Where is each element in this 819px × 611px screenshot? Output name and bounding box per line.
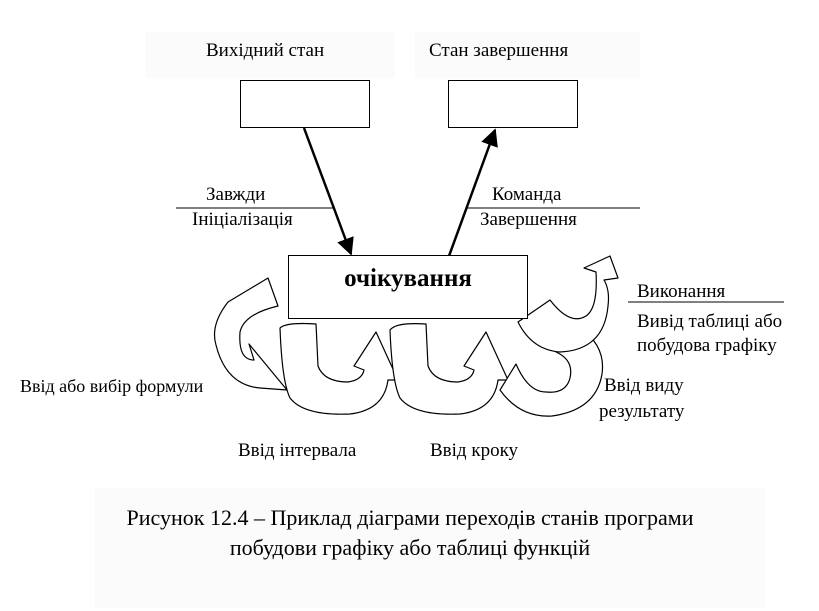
loop-arrow-formula [213,277,288,391]
execute-event-label: Виконання [637,281,726,302]
initial-state-box [240,80,370,128]
finish-event-label: Команда [492,184,562,205]
arrow-waiting-to-final [447,128,498,257]
loop-arrow-step [389,323,509,415]
loop-arrow-interval [279,322,399,415]
execute-action-label-1: Вивід таблиці або [637,311,783,332]
execute-action-label-2: побудова графіку [637,335,777,356]
label-shade [415,32,640,78]
figure-caption-line-1: Рисунок 12.4 – Приклад діаграми переході… [126,505,694,530]
arrow-initial-to-waiting [302,127,354,256]
final-state-box [448,80,578,128]
loop-arrow-execute [517,255,619,353]
waiting-state-label: очікування [344,265,472,292]
label-shade [145,32,395,78]
interval-transition-label: Ввід інтервала [238,440,357,461]
figure-caption-line-2: побудови графіку або таблиці функцій [229,535,591,560]
init-event-label: Завжди [206,184,266,205]
finish-action-label: Завершення [480,209,577,230]
init-action-label: Ініціалізація [192,209,293,230]
waiting-state-box [288,255,528,319]
initial-state-title: Вихідний стан [206,40,325,61]
formula-transition-label: Ввід або вибір формули [20,376,204,396]
label-shade [95,488,765,608]
view-transition-label-1: Ввід виду [604,375,684,396]
final-state-title: Стан завершення [429,40,569,61]
view-transition-label-2: результату [599,401,685,422]
step-transition-label: Ввід кроку [430,440,519,461]
